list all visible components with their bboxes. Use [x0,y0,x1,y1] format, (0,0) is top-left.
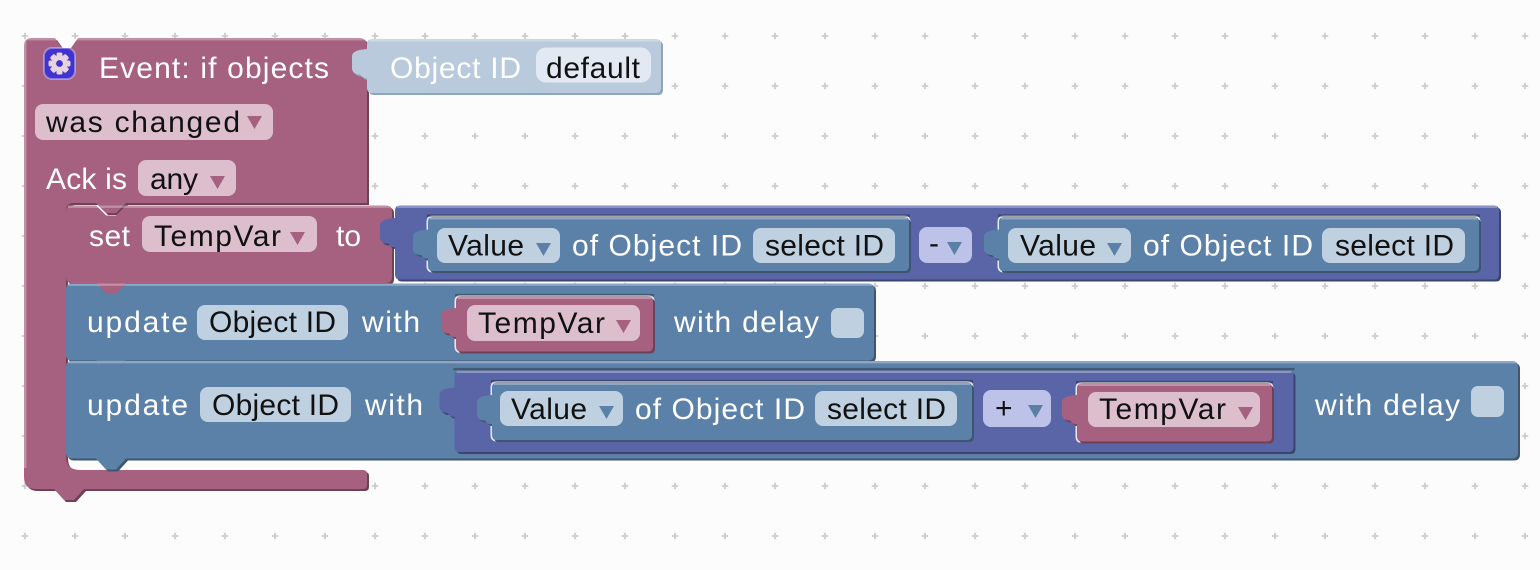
svg-text:Object ID: Object ID [209,306,336,339]
svg-text:Value: Value [511,393,587,426]
svg-text:to: to [336,220,361,253]
svg-text:Value: Value [1020,230,1096,263]
svg-text:select ID: select ID [765,230,884,263]
svg-text:of Object ID: of Object ID [1143,230,1313,263]
svg-text:update: update [87,306,188,339]
svg-text:with: with [364,389,423,422]
svg-text:Object ID: Object ID [390,52,521,85]
svg-text:+: + [995,392,1013,425]
svg-text:of Object ID: of Object ID [572,230,742,263]
svg-text:set: set [89,220,131,253]
svg-text:of Object ID: of Object ID [635,393,805,426]
svg-text:default: default [546,52,641,85]
svg-text:select ID: select ID [1335,230,1454,263]
svg-text:Ack is: Ack is [46,163,127,196]
svg-text:TempVar: TempVar [1099,393,1226,426]
svg-text:with: with [361,306,420,339]
svg-text:TempVar: TempVar [478,307,605,340]
svg-text:Value: Value [448,230,524,263]
svg-text:Event: if objects: Event: if objects [99,52,329,85]
svg-text:TempVar: TempVar [154,220,281,253]
svg-text:-: - [929,227,939,260]
svg-text:select ID: select ID [827,393,946,426]
svg-text:any: any [150,163,198,196]
svg-text:with delay: with delay [673,306,819,339]
svg-text:with delay: with delay [1314,389,1460,422]
svg-text:Object ID: Object ID [212,389,339,422]
svg-text:was changed: was changed [45,106,240,139]
svg-text:update: update [87,389,188,422]
